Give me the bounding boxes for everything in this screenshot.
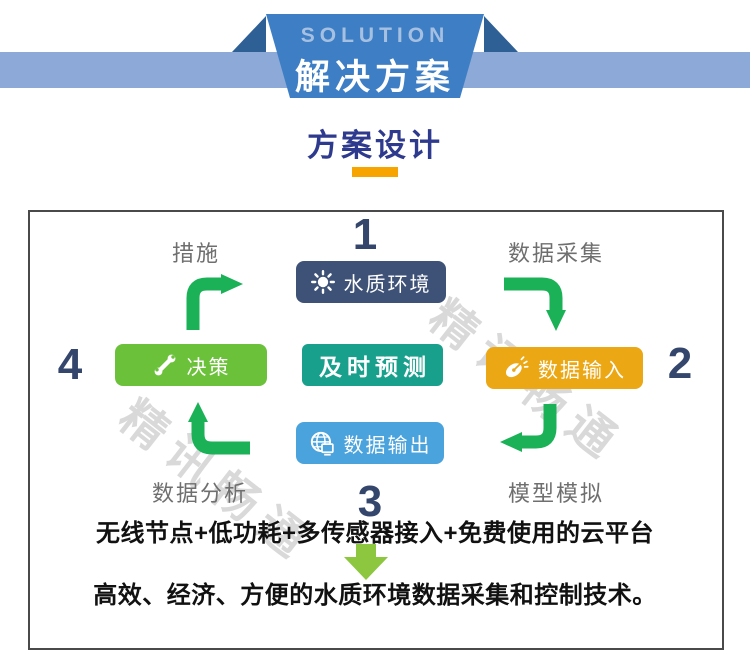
ribbon-shape (0, 14, 750, 98)
node-label: 数据输出 (343, 434, 432, 457)
solution-banner: SOLUTION 解决方案 (0, 0, 750, 105)
arrow-bottom-left (188, 402, 250, 455)
step-number-4: 4 (57, 340, 83, 389)
node-label: 及时预测 (319, 354, 431, 380)
node-water-environment: 水质环境 (296, 261, 446, 303)
node-label: 决策 (186, 356, 231, 379)
step-number-3: 3 (357, 477, 383, 526)
node-label: 水质环境 (343, 273, 432, 296)
down-arrow-icon (344, 544, 388, 580)
arrow-top-left (186, 274, 243, 330)
globe-monitor-icon (310, 431, 334, 456)
node-data-output: 数据输出 (296, 422, 444, 464)
arrow-bottom-right (500, 404, 557, 452)
label-data-collection: 数据采集 (508, 241, 605, 266)
label-model-simulation: 模型模拟 (508, 481, 605, 506)
arrow-top-right (504, 277, 566, 331)
step-number-1: 1 (352, 210, 378, 259)
satellite-dish-icon (505, 356, 529, 378)
label-data-analysis: 数据分析 (152, 481, 249, 506)
wrench-icon (154, 354, 175, 376)
node-data-input: 数据输入 (486, 347, 643, 389)
caption-platform: 无线节点+低功耗+多传感器接入+免费使用的云平台 (95, 520, 655, 547)
label-measures: 措施 (172, 241, 221, 266)
node-decision: 决策 (115, 344, 267, 386)
caption-benefit: 高效、经济、方便的水质环境数据采集和控制技术。 (93, 582, 657, 609)
page-title: 方案设计 (307, 128, 443, 163)
title-underline (352, 167, 398, 177)
banner-title: 解决方案 (294, 58, 455, 97)
node-timely-prediction: 及时预测 (302, 344, 443, 386)
banner-eyebrow: SOLUTION (300, 24, 450, 47)
node-label: 数据输入 (538, 359, 626, 382)
step-number-2: 2 (667, 339, 693, 388)
sun-icon (310, 270, 335, 294)
